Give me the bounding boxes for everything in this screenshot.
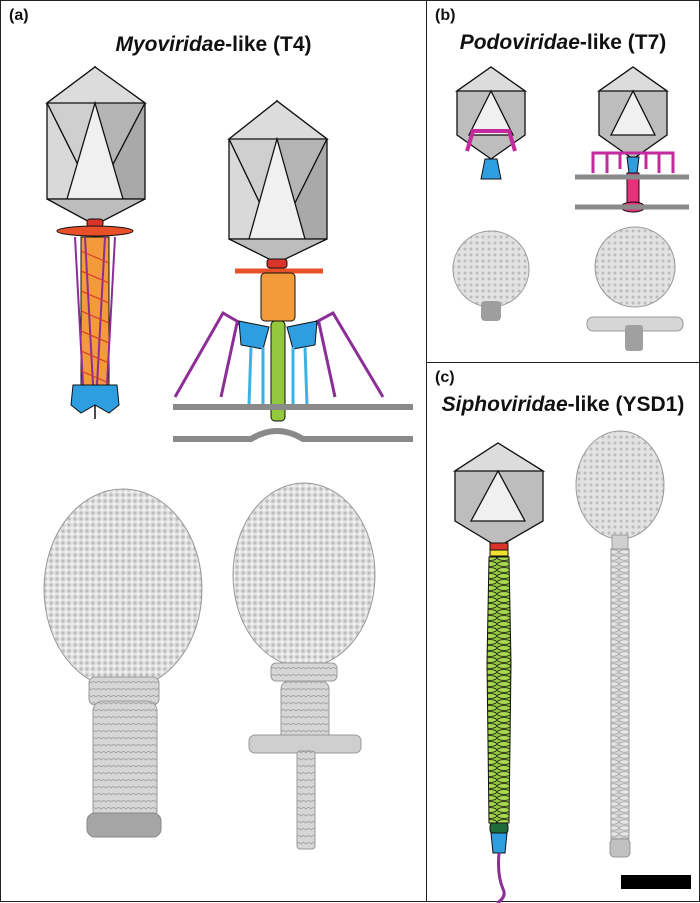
short-tail-fibers <box>247 346 309 406</box>
t7-attached-map <box>586 226 684 351</box>
capsid-facet <box>227 100 329 140</box>
t4-extended-diagram <box>45 65 148 419</box>
t7-free-diagram <box>454 66 528 180</box>
ysd1-map <box>575 430 665 858</box>
baseplate-wedge <box>238 320 270 350</box>
panel-b-drawing <box>452 66 689 351</box>
sheath <box>80 236 110 388</box>
panel-b: (b) Podoviridae-like (T7) <box>426 0 700 363</box>
t7-attached-diagram <box>575 66 689 213</box>
ysd1-diagram <box>452 442 546 903</box>
panel-a-family: Myoviridae <box>115 33 226 56</box>
t4-contracted-map <box>232 482 376 850</box>
panel-c-letter: (c) <box>435 369 455 386</box>
t4-extended-map <box>43 488 203 838</box>
whiskers <box>74 236 116 386</box>
panel-c-drawing <box>452 430 665 903</box>
capsid-bottom <box>46 198 146 226</box>
panel-c-family: Siphoviridae <box>441 393 568 416</box>
sheath <box>260 272 296 322</box>
scale-bar <box>621 875 691 889</box>
panel-a-suffix: -like (T4) <box>225 33 312 56</box>
t4-contracted-diagram <box>173 99 413 442</box>
capsid-facet <box>45 66 148 104</box>
baseplate <box>70 384 120 414</box>
capsid-bottom <box>228 238 328 264</box>
panel-c-suffix: -like (YSD1) <box>567 393 685 416</box>
panel-a: (a) Myoviridae-like (T4) <box>0 0 427 902</box>
panel-a-title: Myoviridae-like (T4) <box>1 33 426 57</box>
panel-c-title: Siphoviridae-like (YSD1) <box>427 393 699 417</box>
portal <box>266 258 288 269</box>
panel-a-letter: (a) <box>9 7 29 24</box>
tail-tube <box>270 320 286 422</box>
t7-free-map <box>452 230 530 321</box>
sheath-lines <box>80 250 110 384</box>
baseplate-wedge <box>286 320 318 350</box>
collar <box>56 225 134 237</box>
inner-membrane <box>173 428 413 442</box>
panel-b-suffix: -like (T7) <box>579 31 667 54</box>
panel-b-family: Podoviridae <box>459 31 580 54</box>
panel-b-letter: (b) <box>435 7 456 24</box>
panel-b-title: Podoviridae-like (T7) <box>427 31 699 55</box>
panel-c: (c) Siphoviridae-like (YSD1) <box>426 362 700 903</box>
panel-a-drawing <box>43 65 413 850</box>
